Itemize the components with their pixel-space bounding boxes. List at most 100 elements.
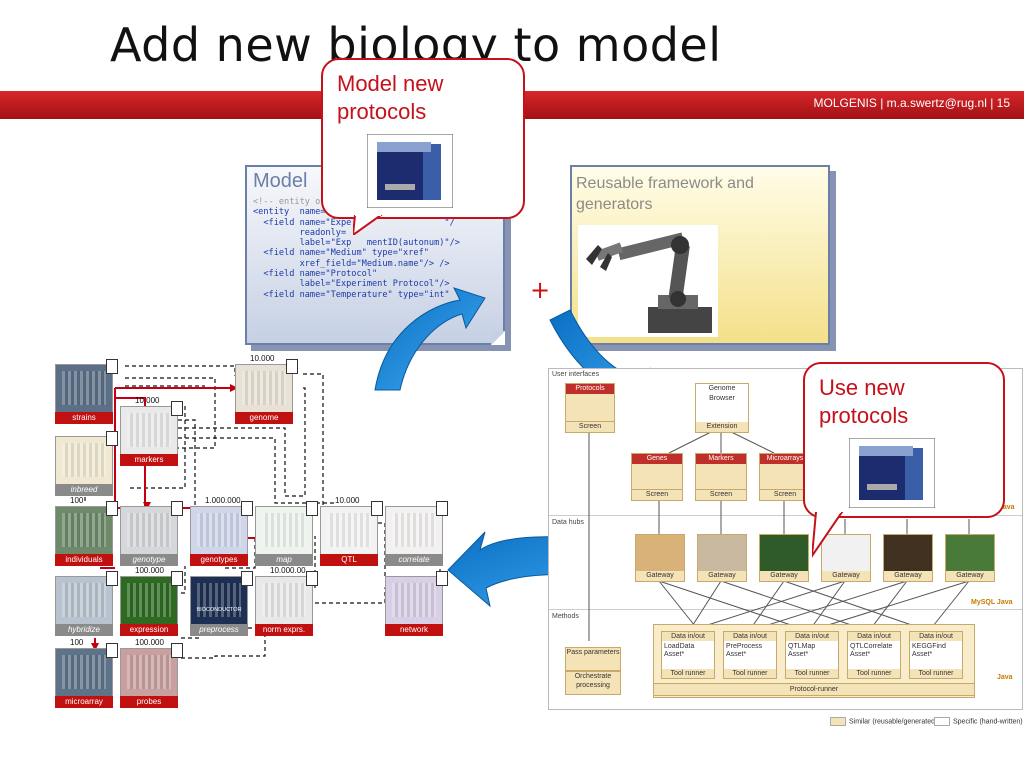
- node-qtl: QTL 10.000: [320, 496, 383, 566]
- orchestrate-box: Orchestrate processing: [565, 671, 621, 695]
- model-code: <!-- entity o<entity name="Exp <field na…: [253, 197, 460, 300]
- node-preprocess-image: [197, 583, 241, 617]
- code-line: <field name="Protocol": [253, 269, 378, 280]
- protocol-runner: Protocol-runner: [653, 683, 975, 696]
- callout-use-text: Use new protocols: [819, 374, 908, 430]
- slide-footer: MOLGENIS | m.a.swertz@rug.nl | 15: [813, 96, 1010, 110]
- gateway-hub: Gateway: [759, 534, 809, 582]
- tool-runner: Tool runner: [848, 669, 900, 678]
- method-body: QTLMap Asset*: [788, 643, 816, 658]
- callout-model-text: Model new protocols: [337, 70, 443, 126]
- node-network-label: network: [385, 624, 443, 636]
- callout-use-line2: protocols: [819, 403, 909, 428]
- node-normexprs-count: 10.000.00: [270, 566, 306, 575]
- code-line: label="Experiment Protocol"/>: [253, 279, 450, 290]
- node-expression-label: expression: [120, 624, 178, 636]
- genome-browser-label: Genome Browser: [708, 385, 736, 402]
- callout-use-new-protocols: Use new protocols: [803, 362, 1005, 518]
- node-strains-label: strains: [55, 412, 113, 424]
- code-line: <!-- entity o: [253, 197, 321, 207]
- tool-runner: Tool runner: [786, 669, 838, 678]
- gateway-hub: Gateway: [821, 534, 871, 582]
- gateway-label: Gateway: [884, 571, 932, 581]
- method-body: LoadData Asset*: [664, 643, 695, 658]
- extension-label: Extension: [696, 422, 748, 432]
- model-card-title: Model: [253, 170, 308, 192]
- node-expression-image: [127, 583, 171, 617]
- framework-card-title: Reusable framework and generators: [576, 173, 754, 215]
- method-body: QTLCorrelate Asset*: [850, 643, 893, 658]
- node-markers-label: markers: [120, 454, 178, 466]
- gateway-hub: Gateway: [945, 534, 995, 582]
- genome-browser-box: Genome Browser Extension: [695, 383, 749, 433]
- legend-specific: Specific (hand-written): [934, 717, 1023, 726]
- callout-use-line1: Use new: [819, 375, 905, 400]
- node-correlate-image: [392, 513, 436, 547]
- gateway-label: Gateway: [698, 571, 746, 581]
- gateway-label: Gateway: [946, 571, 994, 581]
- section-data-hubs: Data hubs: [552, 519, 584, 526]
- node-hybridize-image: [62, 583, 106, 617]
- doc-note-icon: [171, 401, 183, 416]
- node-map-label: map: [255, 554, 313, 566]
- node-qtl-image: [327, 513, 371, 547]
- robot-arm-icon: [578, 225, 718, 337]
- node-network-image: [392, 583, 436, 617]
- protocols-screen-label: Screen: [566, 421, 614, 432]
- node-network: network: [385, 571, 448, 636]
- method-body: KEGGFind Asset*: [912, 643, 946, 658]
- code-line: readonly=: [253, 227, 347, 238]
- method-head: Data in/out: [724, 632, 776, 641]
- divider: [549, 609, 1022, 610]
- node-genotype-label: genotype: [120, 554, 178, 566]
- legend-specific-swatch: [934, 717, 950, 726]
- code-line: xref_field="Medium.name"/> />: [253, 258, 450, 269]
- screen-genes-header: Genes: [632, 454, 682, 464]
- sequencer-machine-icon: [849, 438, 935, 508]
- node-qtl-label: QTL: [320, 554, 378, 566]
- code-line: <field name="Temperature" type="int": [253, 289, 450, 300]
- legend-similar-swatch: [830, 717, 846, 726]
- doc-note-icon: [106, 501, 118, 516]
- node-qtl-count: 10.000: [335, 496, 360, 505]
- node-markers-image: [127, 413, 171, 447]
- mysql-label: MySQL Java: [971, 599, 1013, 606]
- doc-note-icon: [286, 359, 298, 374]
- node-strains: strains: [55, 359, 118, 424]
- screen-microarrays-header: Microarrays: [760, 454, 810, 464]
- callout-model-new-protocols: Model new protocols: [321, 58, 525, 235]
- screen-label: Screen: [696, 489, 746, 500]
- node-genotypes-count: 1.000.000: [205, 496, 241, 505]
- plus-sign: +: [530, 276, 551, 304]
- node-genotype: genotype: [120, 501, 183, 566]
- java-label: Java: [999, 504, 1015, 511]
- node-probes-label: probes: [120, 696, 178, 708]
- node-genotypes-image: [197, 513, 241, 547]
- legend-similar: Similar (reusable/generated): [830, 717, 937, 726]
- framework-title-line1: Reusable framework and: [576, 175, 754, 192]
- node-hybridize: hybridize: [55, 571, 118, 636]
- node-inbreed: inbreed: [55, 431, 118, 496]
- doc-note-icon: [106, 571, 118, 586]
- callout-use-tail: [812, 512, 844, 558]
- node-normexprs-image: [262, 583, 306, 617]
- node-genotype-image: [127, 513, 171, 547]
- gateway-hub: Gateway: [883, 534, 933, 582]
- code-line: <field name="Expe "/: [263, 217, 455, 228]
- gateway-label: Gateway: [636, 571, 684, 581]
- section-methods: Methods: [552, 613, 579, 620]
- doc-note-icon: [106, 359, 118, 374]
- screen-markers-header: Markers: [696, 454, 746, 464]
- callout-tail: [353, 215, 383, 235]
- divider: [549, 515, 1022, 516]
